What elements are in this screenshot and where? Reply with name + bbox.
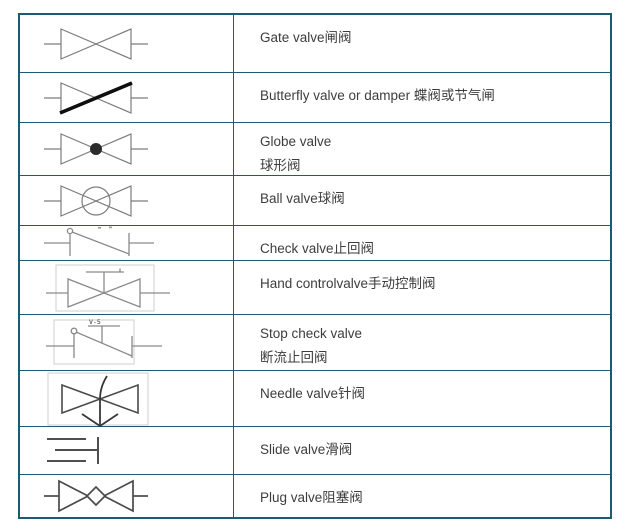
symbol-cell — [20, 427, 234, 474]
slide-valve-icon — [47, 436, 99, 464]
label-cell: Ball valve球阀 — [234, 176, 610, 225]
butterfly-valve-icon — [44, 80, 148, 115]
valve-label: Plug valve阻塞阀 — [260, 490, 363, 505]
needle-valve-icon — [47, 372, 149, 427]
valve-label-en: Globe valve — [260, 134, 332, 149]
valve-label: Butterfly valve or damper 蝶阀或节气闸 — [260, 88, 495, 103]
table-row-ball-valve: Ball valve球阀 — [20, 176, 610, 226]
table-row-gate-valve: Gate valve闸阀 — [20, 15, 610, 73]
symbol-cell — [20, 371, 234, 427]
valve-label-en: Stop check valve — [260, 326, 363, 341]
check-valve-icon — [44, 226, 154, 256]
symbol-cell — [20, 176, 234, 225]
valve-label: Gate valve闸阀 — [260, 30, 352, 45]
valve-label-zh: 球形阀 — [260, 158, 301, 173]
gate-valve-icon — [44, 27, 148, 60]
valve-label: Ball valve球阀 — [260, 191, 345, 206]
symbol-cell — [20, 73, 234, 122]
ball-valve-icon — [44, 184, 148, 217]
table-row-stop-check-valve: V-5 Stop check valve 断流止回阀 — [20, 315, 610, 371]
table-row-slide-valve: Slide valve滑阀 — [20, 427, 610, 475]
label-cell: Slide valve滑阀 — [234, 427, 610, 474]
valve-label-zh: 断流止回阀 — [260, 350, 328, 365]
label-cell: Gate valve闸阀 — [234, 15, 610, 72]
plug-valve-icon — [44, 479, 148, 513]
symbol-cell — [20, 261, 234, 314]
table-row-check-valve: Check valve止回阀 — [20, 226, 610, 261]
globe-valve-icon — [44, 133, 148, 165]
symbol-cell — [20, 475, 234, 517]
label-cell: Check valve止回阀 — [234, 226, 610, 260]
table-row-needle-valve: Needle valve针阀 — [20, 371, 610, 427]
valve-symbol-table: Gate valve闸阀 Butterfly valve or damper 蝶… — [18, 13, 612, 519]
valve-label: Needle valve针阀 — [260, 386, 366, 401]
label-cell: Stop check valve 断流止回阀 — [234, 315, 610, 370]
table-row-plug-valve: Plug valve阻塞阀 — [20, 475, 610, 517]
valve-label: Check valve止回阀 — [260, 241, 375, 256]
label-cell: Needle valve针阀 — [234, 371, 610, 426]
stop-check-valve-icon: V-5 — [46, 318, 162, 364]
table-row-globe-valve: Globe valve 球形阀 — [20, 123, 610, 176]
symbol-cell: V-5 — [20, 315, 234, 370]
label-cell: Butterfly valve or damper 蝶阀或节气闸 — [234, 73, 610, 122]
valve-label: Hand controlvalve手动控制阀 — [260, 276, 436, 291]
symbol-tag-text: V-5 — [89, 318, 101, 326]
symbol-cell — [20, 123, 234, 175]
valve-label: Slide valve滑阀 — [260, 442, 353, 457]
label-cell: Hand controlvalve手动控制阀 — [234, 261, 610, 314]
symbol-cell — [20, 226, 234, 260]
symbol-cell — [20, 15, 234, 72]
label-cell: Globe valve 球形阀 — [234, 123, 610, 175]
label-cell: Plug valve阻塞阀 — [234, 475, 610, 517]
table-row-hand-control-valve: Hand controlvalve手动控制阀 — [20, 261, 610, 315]
table-row-butterfly-valve: Butterfly valve or damper 蝶阀或节气闸 — [20, 73, 610, 123]
hand-control-valve-icon — [46, 264, 170, 311]
